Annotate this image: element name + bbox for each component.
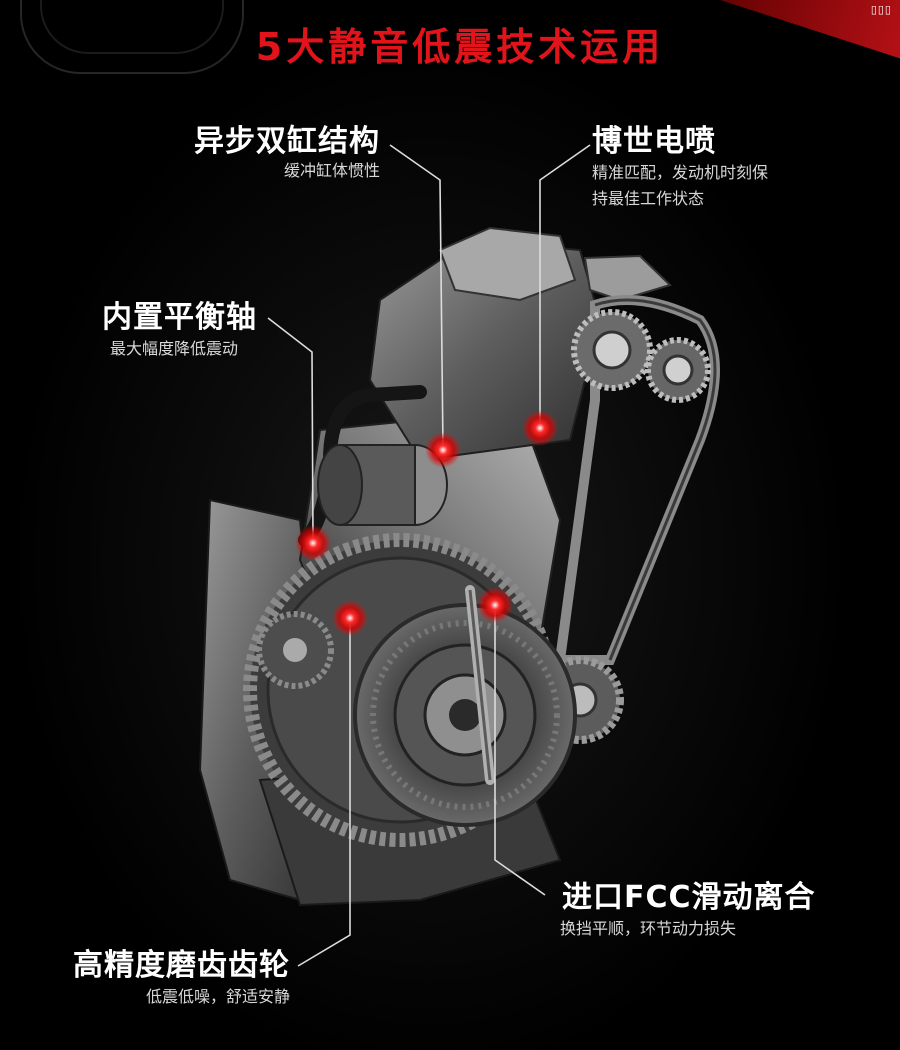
headline: 5大静音低震技术运用 (255, 25, 665, 69)
feature-twin-cylinder-desc: 缓冲缸体惯性 (283, 161, 380, 180)
feature-bosch-injection-title: 博世电喷 (592, 124, 716, 159)
feature-fcc-clutch-desc: 换挡平顺，环节动力损失 (560, 919, 737, 938)
feature-balance-shaft-desc: 最大幅度降低震动 (110, 339, 239, 358)
feature-twin-cylinder-title: 异步双缸结构 (194, 124, 380, 159)
feature-bosch-injection-desc-line1: 精准匹配，发动机时刻保 (592, 163, 769, 182)
feature-bosch-injection-desc-line2: 持最佳工作状态 (592, 189, 705, 208)
marker-balance-shaft (295, 525, 331, 561)
marker-fcc-clutch (477, 587, 513, 623)
marker-bosch-injection (522, 410, 558, 446)
feature-fcc-clutch-title: 进口FCC滑动离合 (562, 880, 816, 915)
feature-precision-gear-desc: 低震低噪，舒适安静 (145, 987, 290, 1006)
feature-precision-gear-title: 高精度磨齿齿轮 (73, 948, 290, 983)
corner-mark: ▯▯▯ (870, 3, 892, 16)
marker-twin-cylinder (425, 432, 461, 468)
marker-precision-gear (332, 600, 368, 636)
feature-balance-shaft-title: 内置平衡轴 (102, 300, 257, 335)
